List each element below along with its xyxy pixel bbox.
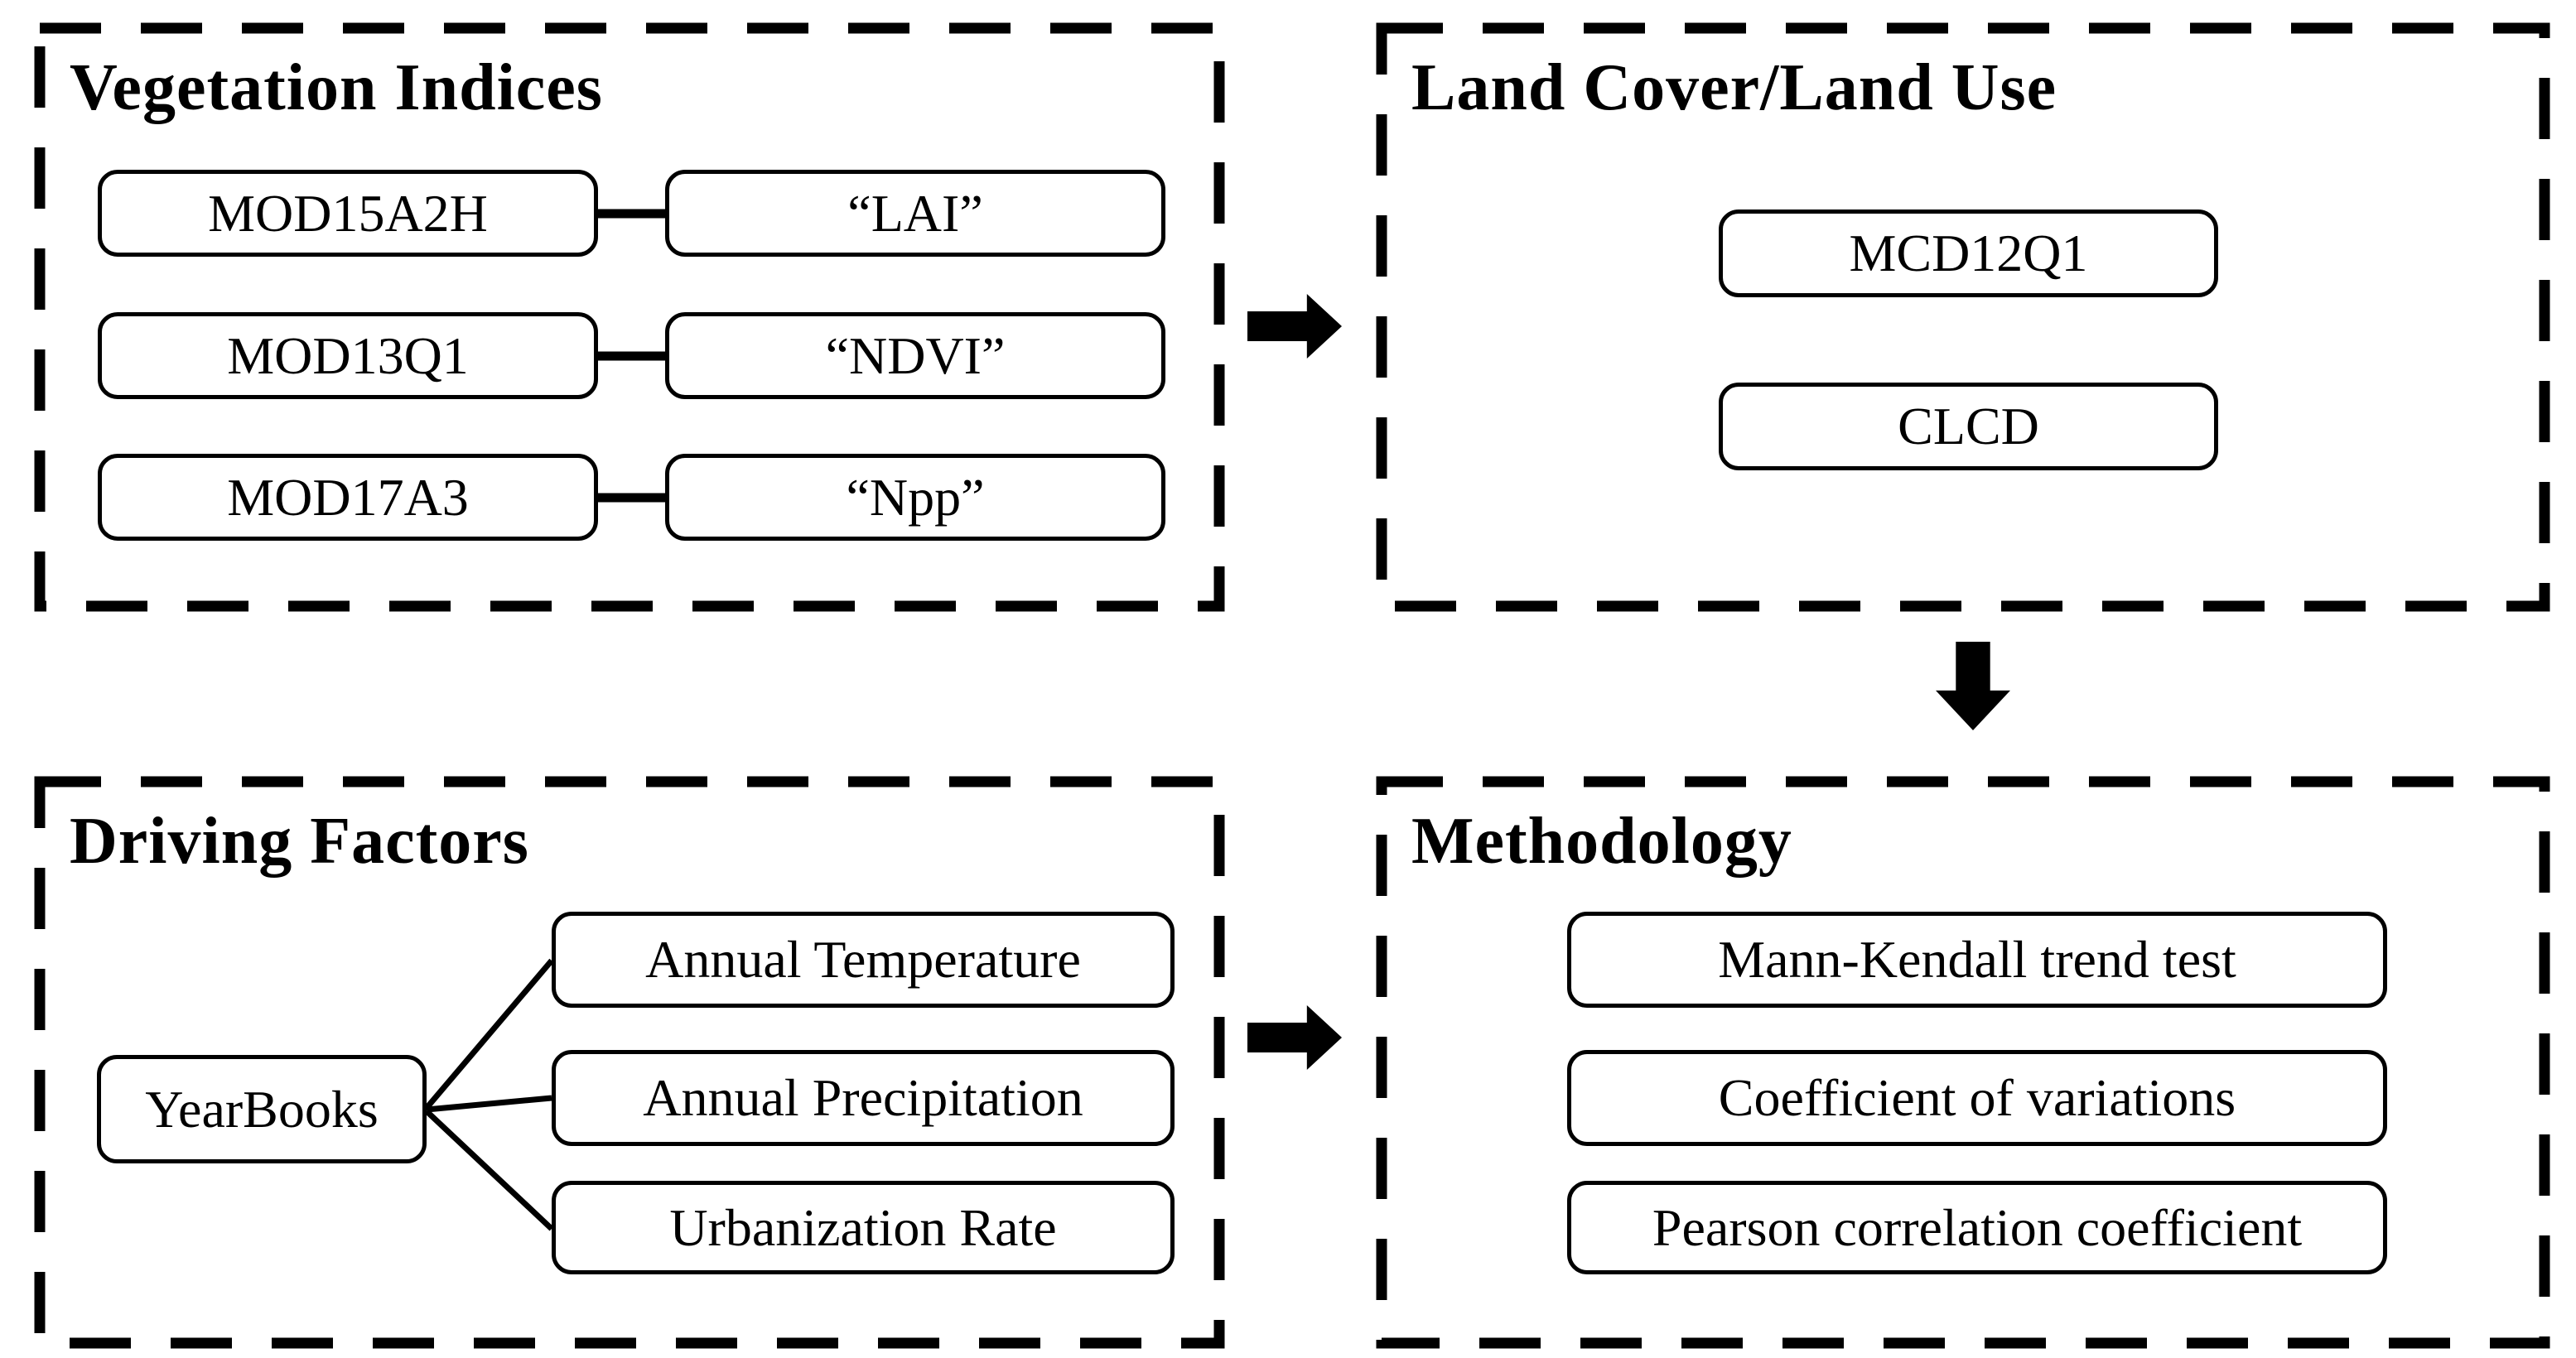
node-ndvi: “NDVI”: [665, 312, 1165, 399]
node-npp: “Npp”: [665, 454, 1165, 541]
node-lai: “LAI”: [665, 170, 1165, 257]
node-mann-kendall-trend-test: Mann-Kendall trend test: [1567, 912, 2387, 1008]
methodology-panel-title: Methodology: [1411, 805, 1792, 878]
connector-yearbooks-temperature: [424, 958, 554, 1110]
arrow-down-landcover-to-methodology-icon: [1936, 642, 2010, 730]
arrow-right-driving-to-methodology-icon: [1247, 1005, 1342, 1070]
node-mod15a2h: MOD15A2H: [98, 170, 598, 257]
driving-panel-title: Driving Factors: [70, 805, 529, 878]
node-annual-precipitation: Annual Precipitation: [552, 1050, 1175, 1146]
connector-yearbooks-precipitation: [426, 1095, 552, 1113]
node-pearson-correlation-coefficient: Pearson correlation coefficient: [1567, 1181, 2387, 1274]
node-urbanization-rate: Urbanization Rate: [552, 1181, 1175, 1274]
node-coefficient-of-variations: Coefficient of variations: [1567, 1050, 2387, 1146]
node-mod13q1: MOD13Q1: [98, 312, 598, 399]
landcover-panel-title: Land Cover/Land Use: [1411, 51, 2057, 124]
vegetation-panel-title: Vegetation Indices: [70, 51, 603, 124]
node-clcd: CLCD: [1719, 383, 2218, 470]
connector-yearbooks-urbanization: [424, 1109, 554, 1231]
node-mcd12q1: MCD12Q1: [1719, 209, 2218, 297]
node-annual-temperature: Annual Temperature: [552, 912, 1175, 1008]
arrow-right-vegetation-to-landcover-icon: [1247, 294, 1342, 359]
node-mod17a3: MOD17A3: [98, 454, 598, 541]
node-yearbooks: YearBooks: [97, 1055, 427, 1163]
